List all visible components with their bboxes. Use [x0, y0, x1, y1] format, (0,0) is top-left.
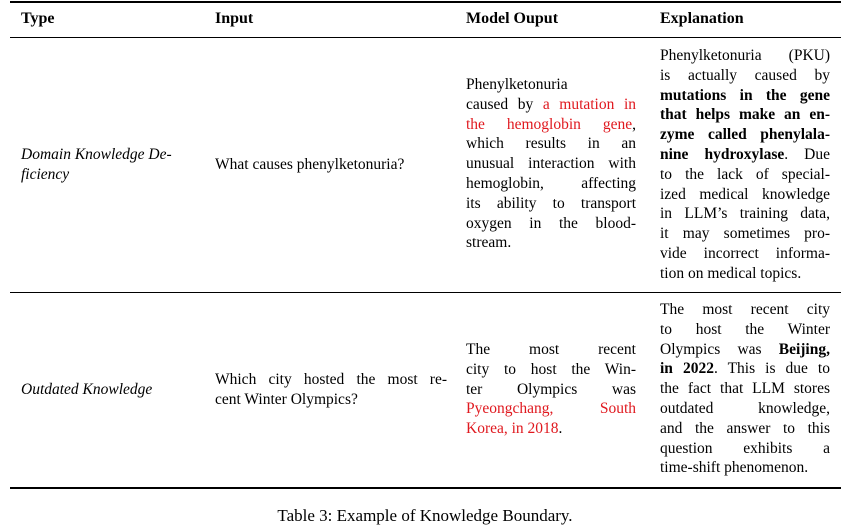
- row2-type: Outdated Knowledge: [21, 380, 201, 400]
- text-span: a mutation in: [542, 95, 636, 113]
- text-line: Pyeongchang, South: [466, 400, 636, 418]
- text-line: question exhibits a: [660, 439, 830, 457]
- row2-explanation: The most recent city to host the Winter …: [660, 300, 830, 478]
- text-line: is actually caused by: [660, 66, 830, 84]
- text-line: time-shift phenomenon.: [660, 459, 809, 477]
- text-line: the hemoglobin gene,: [466, 115, 636, 135]
- header-explanation: Explanation: [660, 10, 744, 27]
- text-span: . This is due to: [713, 360, 830, 378]
- text-line: which results in an: [466, 135, 636, 153]
- text-line: to host the Winter: [660, 320, 830, 338]
- text-span: Olympics was: [660, 340, 779, 358]
- text-line: zyme called phenylala-: [660, 126, 830, 144]
- text-line: oxygen in the blood-: [466, 214, 636, 232]
- row1-model-output: Phenylketonuria caused by a mutation in …: [466, 75, 636, 253]
- table-bottom-rule: [10, 487, 841, 489]
- text-line: ficiency: [21, 165, 70, 183]
- header-input: Input: [215, 10, 254, 27]
- text-line: nine hydroxylase. Due: [660, 145, 830, 165]
- header-type: Type: [21, 10, 55, 27]
- text-span: Beijing,: [778, 340, 830, 358]
- text-line: the fact that LLM stores: [660, 380, 830, 398]
- text-line: The most recent city: [660, 301, 830, 318]
- text-line: in LLM’s training data,: [660, 205, 830, 223]
- text-line: it may sometimes pro-: [660, 225, 830, 243]
- header-bottom-rule: [10, 37, 841, 38]
- row-separator-rule: [10, 292, 841, 293]
- text-span: nine hydroxylase: [660, 145, 785, 163]
- text-line: ized medical knowledge: [660, 185, 830, 203]
- table-top-rule: [10, 1, 841, 3]
- text-line: unusual interaction with: [466, 155, 636, 173]
- text-line: tion on medical topics.: [660, 264, 802, 282]
- table-caption: Table 3: Example of Knowledge Boundary.: [277, 506, 573, 525]
- text-line: What causes phenylketonuria?: [215, 156, 405, 173]
- text-line: Phenylketonuria (PKU): [660, 47, 830, 64]
- text-span: in 2022: [660, 360, 714, 378]
- text-span: the hemoglobin gene: [466, 115, 633, 133]
- text-line: outdated knowledge,: [660, 399, 830, 417]
- text-line: Which city hosted the most re-: [215, 371, 447, 388]
- text-line: The most recent: [466, 341, 636, 358]
- text-span: Korea, in 2018: [466, 420, 559, 438]
- text-line: Olympics was Beijing,: [660, 340, 830, 360]
- row2-input: Which city hosted the most re- cent Wint…: [215, 370, 447, 410]
- text-line: vide incorrect informa-: [660, 244, 830, 262]
- text-span: ,: [632, 115, 636, 133]
- text-line: hemoglobin, affecting: [466, 174, 636, 192]
- text-line: in 2022. This is due to: [660, 359, 830, 379]
- text-line: stream.: [466, 234, 512, 252]
- row1-type: Domain Knowledge De- ficiency: [21, 145, 201, 185]
- text-line: ter Olympics was: [466, 380, 636, 398]
- text-line: caused by a mutation in: [466, 95, 636, 115]
- row1-explanation: Phenylketonuria (PKU) is actually caused…: [660, 46, 830, 284]
- text-line: that helps make an en-: [660, 106, 830, 124]
- row2-model-output: The most recent city to host the Win- te…: [466, 340, 636, 439]
- text-line: Outdated Knowledge: [21, 381, 153, 398]
- text-span: . Due: [784, 145, 830, 163]
- text-line: city to host the Win-: [466, 360, 636, 378]
- text-line: Korea, in 2018.: [466, 419, 636, 439]
- text-span: .: [558, 420, 563, 438]
- text-line: and the answer to this: [660, 419, 830, 437]
- text-line: its ability to transport: [466, 194, 636, 212]
- text-line: mutations in the gene: [660, 86, 830, 104]
- text-line: cent Winter Olympics?: [215, 390, 358, 408]
- text-span: caused by: [466, 95, 543, 113]
- header-model-output: Model Ouput: [466, 10, 559, 27]
- text-line: Domain Knowledge De-: [21, 146, 172, 163]
- text-line: to the lack of special-: [660, 165, 830, 183]
- line: Phenylketonuria: [466, 76, 568, 93]
- row1-input: What causes phenylketonuria?: [215, 155, 450, 175]
